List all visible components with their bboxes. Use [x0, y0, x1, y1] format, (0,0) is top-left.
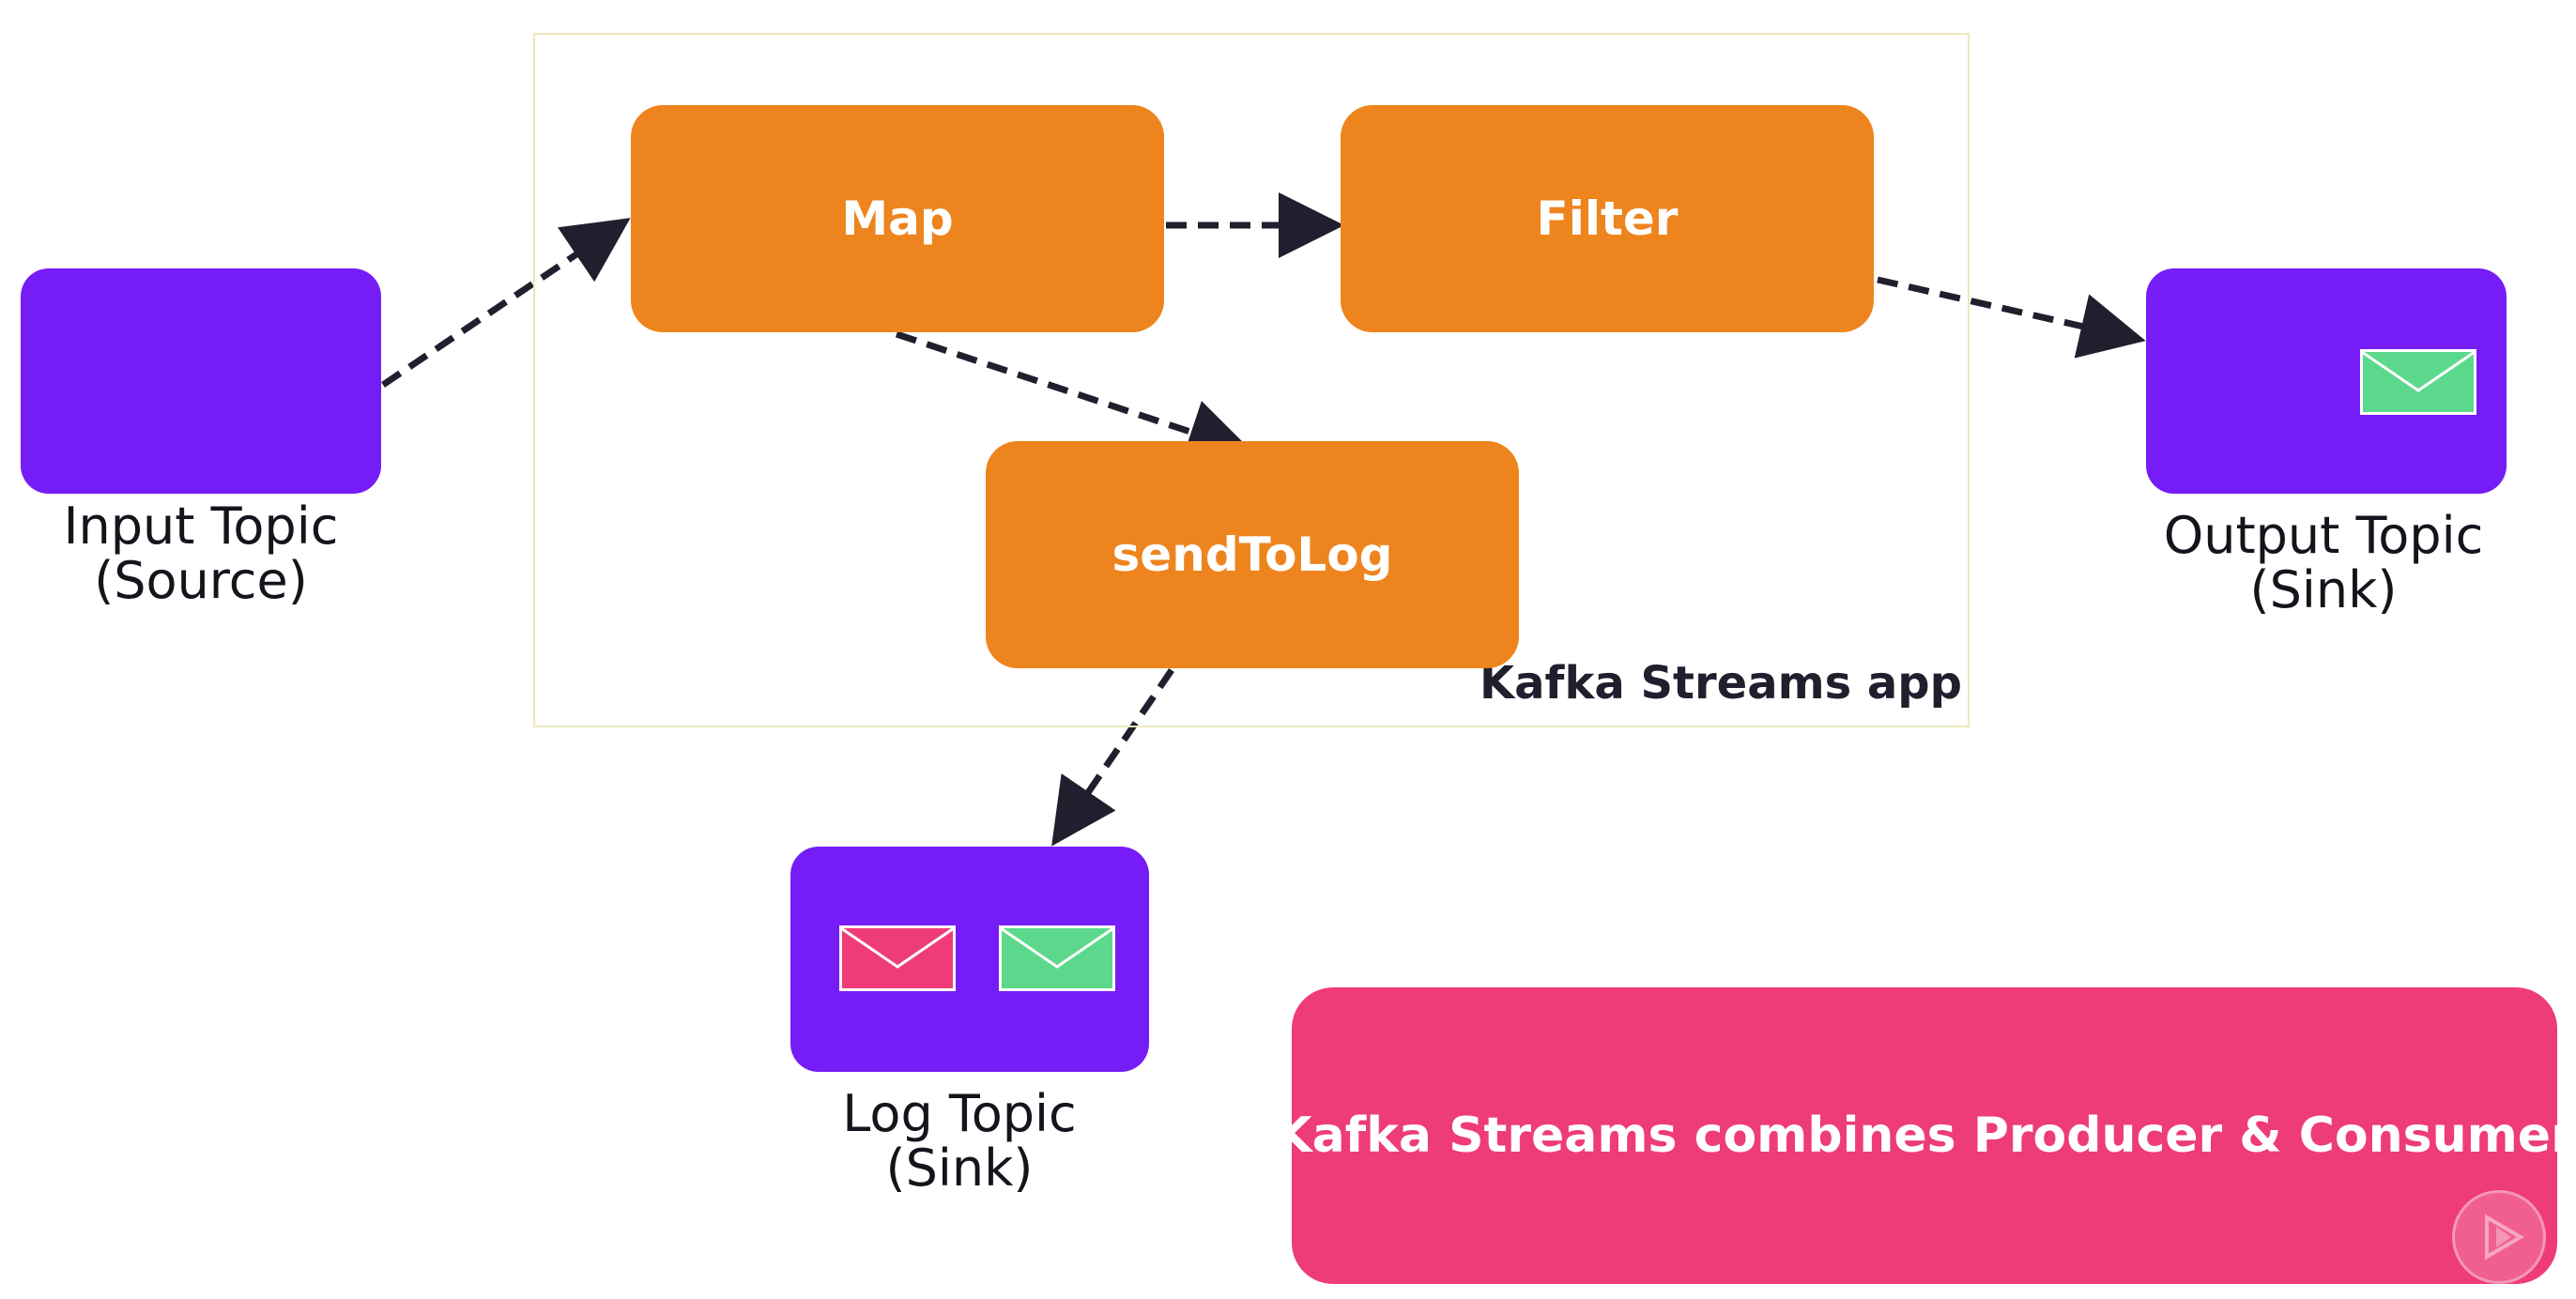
- envelope-icon: [2360, 349, 2476, 415]
- input-topic-box: [21, 268, 381, 494]
- output-topic-label: Output Topic (Sink): [2131, 509, 2516, 618]
- sendtolog-label: sendToLog: [1112, 527, 1393, 582]
- filter-label: Filter: [1536, 191, 1679, 246]
- envelope-icon: [999, 925, 1115, 991]
- input-topic-role: (Source): [94, 551, 308, 610]
- map-processor: Map: [631, 105, 1164, 332]
- kafka-streams-app-frame: [533, 33, 1970, 727]
- sendtolog-processor: sendToLog: [986, 441, 1519, 668]
- output-topic-role: (Sink): [2249, 560, 2398, 619]
- log-topic-label: Log Topic (Sink): [772, 1087, 1147, 1196]
- play-icon: [2452, 1190, 2546, 1284]
- log-topic-box: [790, 847, 1149, 1072]
- app-label: Kafka Streams app: [1479, 657, 1962, 710]
- callout-banner: Kafka Streams combines Producer & Consum…: [1274, 987, 2575, 1284]
- callout-text: Kafka Streams combines Producer & Consum…: [1274, 1108, 2575, 1164]
- log-topic-title: Log Topic: [842, 1084, 1077, 1143]
- output-topic-box: [2146, 268, 2507, 494]
- filter-processor: Filter: [1341, 105, 1874, 332]
- input-topic-label: Input Topic (Source): [13, 499, 389, 608]
- envelope-icon: [839, 925, 956, 991]
- input-topic-title: Input Topic: [63, 497, 339, 556]
- output-topic-title: Output Topic: [2163, 506, 2484, 565]
- log-topic-role: (Sink): [885, 1139, 1034, 1198]
- map-label: Map: [841, 191, 954, 246]
